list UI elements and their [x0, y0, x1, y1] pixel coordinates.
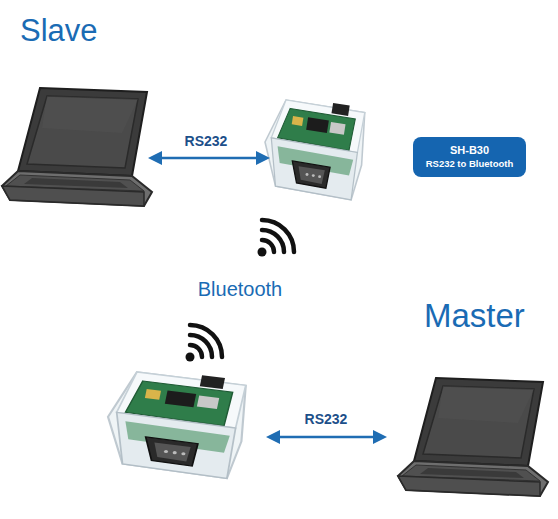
interface-label: RS232 [185, 134, 228, 149]
link-label: Bluetooth [198, 278, 283, 300]
wireless-symbol [258, 220, 295, 257]
product-badge: SH-B30RS232 to Bluetooth [413, 137, 526, 177]
product-description: RS232 to Bluetooth [416, 158, 523, 171]
laptop-illustration [2, 88, 152, 206]
interface-label: RS232 [305, 412, 348, 427]
device-illustration [108, 372, 246, 478]
role-title: Slave [20, 14, 98, 48]
double-arrow [266, 430, 387, 444]
device-illustration [265, 100, 365, 200]
double-arrow [148, 151, 270, 165]
role-title: Master [424, 298, 525, 334]
laptop-illustration [398, 378, 548, 496]
wireless-symbol [186, 325, 223, 362]
product-name: SH-B30 [416, 143, 523, 158]
